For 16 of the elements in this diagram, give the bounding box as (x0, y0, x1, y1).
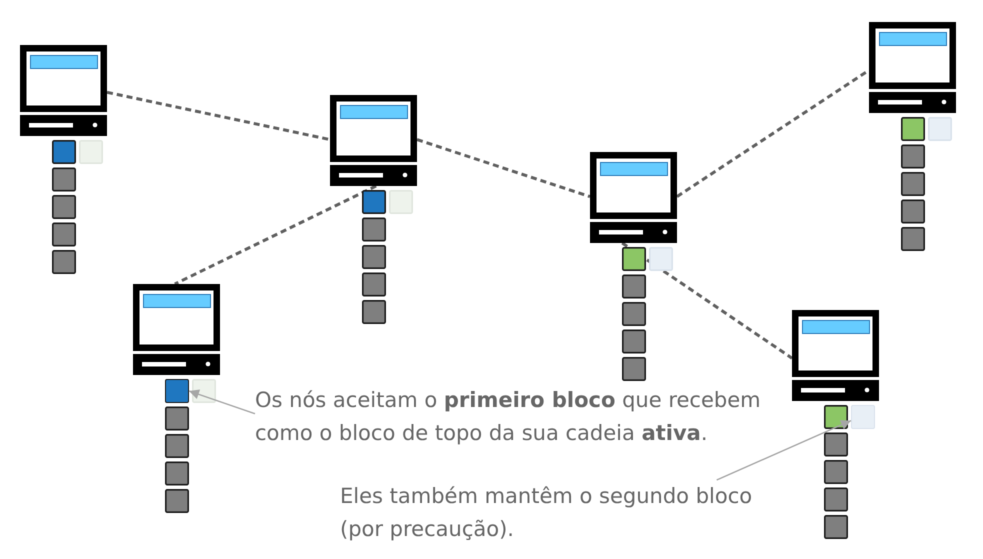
block (165, 379, 189, 403)
leader-line (716, 420, 852, 481)
computer-icon (330, 95, 417, 186)
dashed-link (106, 90, 330, 142)
block (851, 405, 875, 429)
computer-icon (590, 152, 677, 243)
dashed-link (621, 242, 793, 360)
annotation-text: Eles também mantêm o segundo bloco (por precaução). (340, 480, 754, 546)
computer-icon (792, 310, 879, 401)
annotation-text: Os nós aceitam o primeiro bloco que recebem como o bloco de topo da sua cadeia ativa. (255, 384, 762, 450)
computer-icon (869, 22, 956, 113)
dashed-link (174, 184, 377, 286)
computer-icon (133, 284, 220, 375)
leader-line (188, 390, 256, 414)
computer-icon (20, 45, 107, 136)
dashed-link (416, 138, 590, 198)
